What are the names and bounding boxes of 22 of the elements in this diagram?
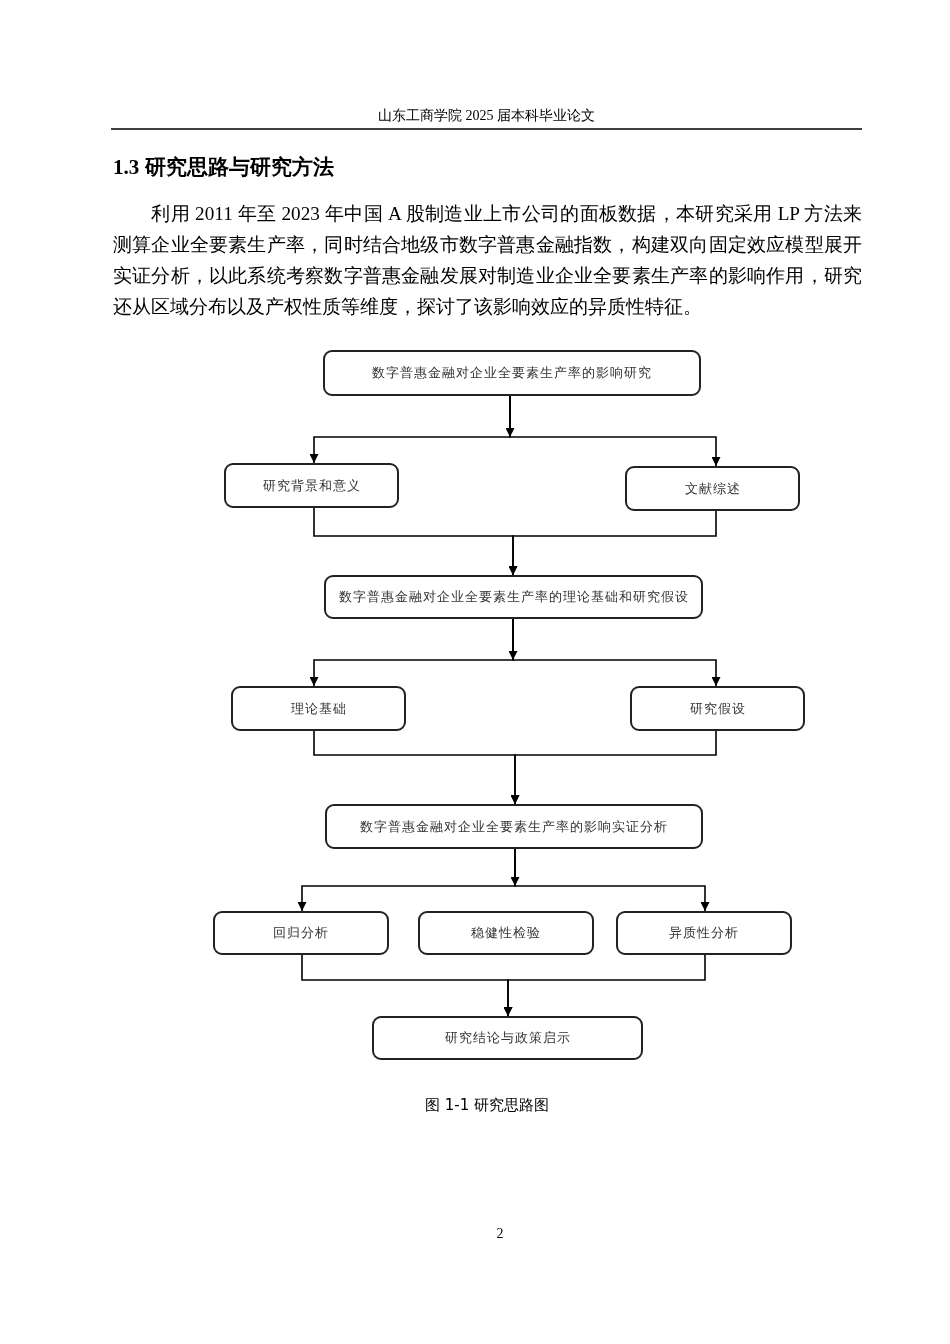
process-box: 异质性分析 bbox=[616, 911, 792, 955]
trunk-arrow bbox=[510, 848, 520, 887]
process-box: 理论基础 bbox=[231, 686, 406, 731]
process-box: 回归分析 bbox=[213, 911, 389, 955]
process-box: 研究背景和意义 bbox=[224, 463, 399, 508]
process-box: 数字普惠金融对企业全要素生产率的理论基础和研究假设 bbox=[324, 575, 703, 619]
connector-arrow bbox=[510, 730, 717, 805]
process-box: 数字普惠金融对企业全要素生产率的影响研究 bbox=[323, 350, 701, 396]
trunk-arrow bbox=[505, 395, 515, 438]
process-box: 研究结论与政策启示 bbox=[372, 1016, 643, 1060]
process-box: 数字普惠金融对企业全要素生产率的影响实证分析 bbox=[325, 804, 703, 849]
body-paragraph: 利用 2011 年至 2023 年中国 A 股制造业上市公司的面板数据，本研究采用 LP 方法来测算企业全要素生产率，同时结合地级市数字普惠金融指数，构建双向固定效应模型展开实证分析，以此系统考察数字普惠金融发展对制造业企业全要素生产率的影响作用，研究还从区域分布以及产权性质等维度，探讨了该影响效应的异质性特征。 bbox=[113, 202, 862, 319]
section-heading: 1.3 研究思路与研究方法 bbox=[113, 154, 334, 181]
process-box: 研究假设 bbox=[630, 686, 805, 731]
running-header: 山东工商学院 2025 届本科毕业论文 bbox=[377, 107, 596, 125]
page-number: 2 bbox=[495, 1226, 505, 1242]
process-box: 文献综述 bbox=[625, 466, 800, 511]
connector-arrow bbox=[503, 954, 706, 1017]
trunk-arrow bbox=[508, 618, 518, 661]
figure-caption: 图 1-1 研究思路图 bbox=[423, 1096, 550, 1115]
connector-arrow bbox=[508, 510, 717, 576]
process-box: 稳健性检验 bbox=[418, 911, 594, 955]
